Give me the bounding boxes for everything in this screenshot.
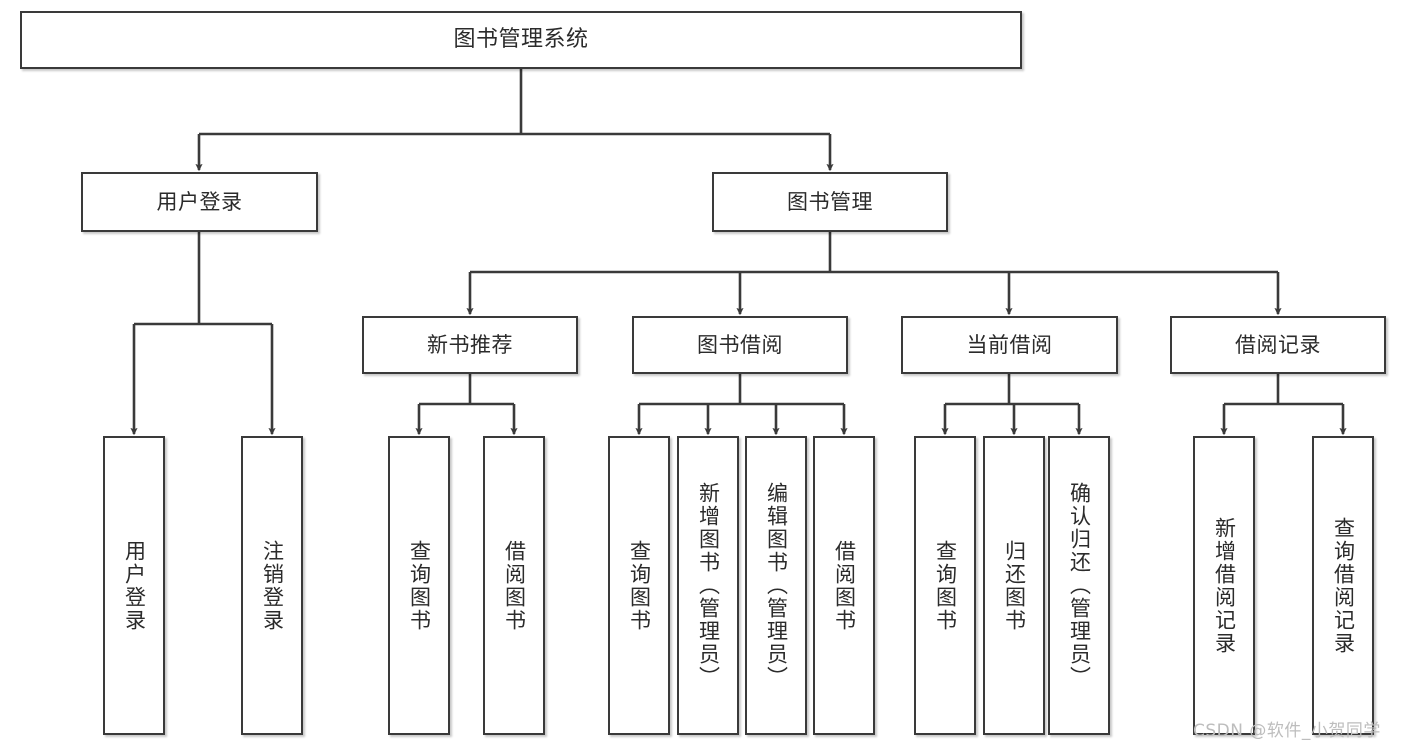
node-borrow-records[interactable]: 借阅记录	[1170, 316, 1386, 374]
node-new-book-recommend[interactable]: 新书推荐	[362, 316, 578, 374]
node-book-management[interactable]: 图书管理	[712, 172, 948, 232]
leaf-add-borrow-record-label: 新增借阅记录	[1212, 516, 1237, 655]
leaf-query-borrow-record-label: 查询借阅记录	[1331, 516, 1356, 655]
leaf-query-book-borrow[interactable]: 查询图书	[608, 436, 670, 735]
leaf-query-borrow-record[interactable]: 查询借阅记录	[1312, 436, 1374, 735]
node-root-label: 图书管理系统	[453, 27, 589, 53]
leaf-borrow-book-label: 借阅图书	[832, 539, 857, 632]
watermark: CSDN @软件_小贺同学	[1193, 721, 1381, 741]
leaf-query-book-recommend[interactable]: 查询图书	[388, 436, 450, 735]
leaf-return-book[interactable]: 归还图书	[983, 436, 1045, 735]
leaf-borrow-book-recommend[interactable]: 借阅图书	[483, 436, 545, 735]
leaf-return-book-label: 归还图书	[1002, 539, 1027, 632]
node-book-borrow-label: 图书借阅	[697, 332, 783, 357]
node-root[interactable]: 图书管理系统	[20, 11, 1022, 69]
node-book-management-label: 图书管理	[787, 189, 873, 214]
leaf-confirm-return-admin[interactable]: 确认归还（管理员）	[1048, 436, 1110, 735]
leaf-borrow-book[interactable]: 借阅图书	[813, 436, 875, 735]
node-borrow-records-label: 借阅记录	[1235, 332, 1321, 357]
leaf-add-borrow-record[interactable]: 新增借阅记录	[1193, 436, 1255, 735]
leaf-user-logout[interactable]: 注销登录	[241, 436, 303, 735]
leaf-edit-book-admin[interactable]: 编辑图书（管理员）	[745, 436, 807, 735]
node-book-borrow[interactable]: 图书借阅	[632, 316, 848, 374]
leaf-query-book-recommend-label: 查询图书	[407, 539, 432, 632]
leaf-add-book-admin-label: 新增图书（管理员）	[696, 482, 721, 689]
leaf-query-book-borrow-label: 查询图书	[627, 539, 652, 632]
leaf-borrow-book-recommend-label: 借阅图书	[502, 539, 527, 632]
leaf-user-logout-label: 注销登录	[260, 539, 285, 632]
leaf-user-login[interactable]: 用户登录	[103, 436, 165, 735]
leaf-query-book-current-label: 查询图书	[933, 539, 958, 632]
node-current-borrow[interactable]: 当前借阅	[901, 316, 1118, 374]
leaf-user-login-label: 用户登录	[122, 539, 147, 632]
leaf-add-book-admin[interactable]: 新增图书（管理员）	[677, 436, 739, 735]
node-user-login-label: 用户登录	[156, 189, 243, 214]
leaf-confirm-return-admin-label: 确认归还（管理员）	[1067, 482, 1092, 689]
leaf-query-book-current[interactable]: 查询图书	[914, 436, 976, 735]
leaf-edit-book-admin-label: 编辑图书（管理员）	[764, 482, 789, 689]
node-user-login[interactable]: 用户登录	[81, 172, 318, 232]
node-current-borrow-label: 当前借阅	[966, 332, 1053, 357]
node-new-book-recommend-label: 新书推荐	[427, 332, 513, 357]
